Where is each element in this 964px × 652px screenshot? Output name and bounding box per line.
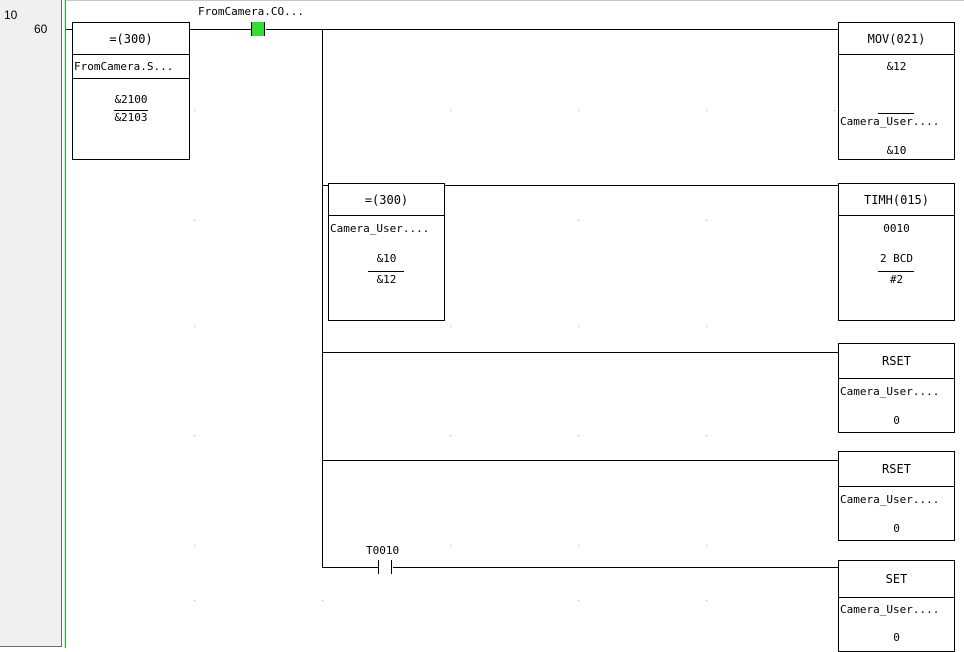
timer-setting: 2 BCD xyxy=(879,252,914,265)
inner-compare-value-1: &10 xyxy=(376,252,397,265)
wire-timer-contact-to-set xyxy=(393,567,838,568)
rset-1-operand: Camera_User.... xyxy=(840,385,940,398)
mov-destination-value: &10 xyxy=(886,144,907,157)
wire-rail-to-compare xyxy=(66,29,72,30)
wire-contact-to-mov xyxy=(266,29,838,30)
timer-instruction: TIMH(015) xyxy=(839,184,954,216)
rset-block-1[interactable]: RSET Camera_User.... 0 xyxy=(838,343,955,433)
compare-block-inner[interactable]: =(300) Camera_User.... &10 &12 xyxy=(328,183,445,321)
compare-value-2: &2103 xyxy=(114,111,148,124)
rset-2-value: 0 xyxy=(893,522,900,535)
mov-block[interactable]: MOV(021) &12 Camera_User.... &10 xyxy=(838,22,955,160)
set-instruction: SET xyxy=(839,561,954,598)
rung-gutter: 10 60 xyxy=(0,0,62,647)
contact-t0010[interactable] xyxy=(378,560,392,574)
inner-compare-instruction: =(300) xyxy=(329,184,444,216)
inner-compare-value-2: &12 xyxy=(376,273,397,286)
rset-2-operand: Camera_User.... xyxy=(840,493,940,506)
left-power-rail xyxy=(65,0,66,648)
rung-number: 10 xyxy=(4,8,18,22)
contact-label-fromcamera: FromCamera.CO... xyxy=(198,5,304,18)
wire-branch-vertical xyxy=(322,29,323,567)
left-rail-shadow xyxy=(64,0,65,648)
wire-inner-compare-to-timer xyxy=(444,185,838,186)
wire-branch-to-timer-contact xyxy=(322,567,378,568)
rset-1-value: 0 xyxy=(893,414,900,427)
timer-number: 0010 xyxy=(883,222,910,235)
inner-compare-operand: Camera_User.... xyxy=(330,222,430,235)
set-value: 0 xyxy=(893,631,900,644)
timer-block[interactable]: TIMH(015) 0010 2 BCD #2 xyxy=(838,183,955,321)
wire-branch-to-rset1 xyxy=(322,352,838,353)
wire-branch-to-inner-compare xyxy=(322,185,328,186)
contact-fromcamera[interactable] xyxy=(251,22,265,36)
mov-destination: Camera_User.... xyxy=(840,115,940,128)
compare-value-1: &2100 xyxy=(114,93,148,106)
rset-1-instruction: RSET xyxy=(839,344,954,379)
set-operand: Camera_User.... xyxy=(840,603,940,616)
contact-label-t0010: T0010 xyxy=(366,544,400,557)
compare-block-input[interactable]: =(300) FromCamera.S... &2100 &2103 xyxy=(72,22,190,160)
mov-instruction: MOV(021) xyxy=(839,23,954,55)
rung-top-divider xyxy=(66,0,964,1)
mov-source: &12 xyxy=(886,60,907,73)
step-number: 60 xyxy=(34,22,48,36)
timer-setting-value: #2 xyxy=(889,273,904,286)
compare-block-instruction: =(300) xyxy=(73,23,189,55)
wire-branch-to-rset2 xyxy=(322,460,838,461)
wire-compare-to-contact xyxy=(189,29,251,30)
set-block[interactable]: SET Camera_User.... 0 xyxy=(838,560,955,652)
rset-block-2[interactable]: RSET Camera_User.... 0 xyxy=(838,451,955,541)
rset-2-instruction: RSET xyxy=(839,452,954,487)
compare-block-operand: FromCamera.S... xyxy=(74,60,174,73)
